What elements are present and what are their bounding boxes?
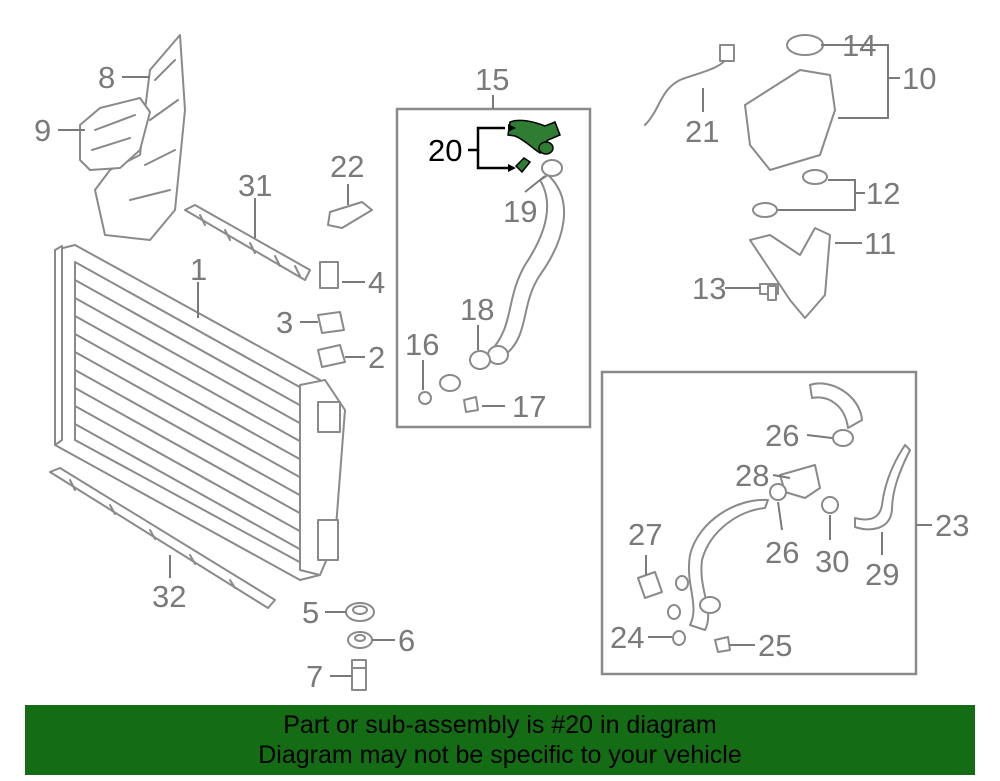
clip-25-part [714,636,731,653]
bushing-5-part [345,602,375,622]
callout-12: 12 [866,176,900,211]
highlighted-part-20 [507,119,561,174]
callout-2: 2 [368,340,385,375]
washer-6-part [347,631,373,649]
mount-2-part [317,344,346,368]
info-banner: Part or sub-assembly is #20 in diagram D… [25,705,975,775]
callout-17: 17 [512,389,546,424]
sensor-27-part [637,571,689,620]
clip-4-part [319,261,339,289]
banner-line-2: Diagram may not be specific to your vehi… [258,741,742,769]
box-23 [600,370,918,676]
banner-line-1: Part or sub-assembly is #20 in diagram [283,711,717,739]
callout-3: 3 [276,305,293,340]
callout-16: 16 [405,327,439,362]
fitting-16-part [418,374,461,405]
hose-lower-part [688,498,769,631]
callout-10: 10 [902,61,936,96]
clamp-30-part [821,496,839,514]
callout-7: 7 [306,659,323,694]
callout-21: 21 [685,114,719,149]
mounting-rail-part [184,204,311,281]
callout-9: 9 [34,113,51,148]
callout-4: 4 [368,265,385,300]
bolt-13-part [759,283,779,301]
lower-seal-part [49,467,276,609]
connector-28-part [769,464,821,501]
callout-31: 31 [238,168,272,203]
callout-18: 18 [460,292,494,327]
hose-26-upper-part [809,382,863,447]
callout-29: 29 [865,557,899,592]
leader-lines [58,44,900,677]
callout-22: 22 [330,149,364,184]
callout-24: 24 [610,620,644,655]
bracket-22-part [327,201,373,229]
callout-15: 15 [475,62,509,97]
callout-20: 20 [428,133,462,168]
clamp-18-part [469,350,491,370]
radiator-part [54,244,346,581]
callout-11: 11 [864,226,896,261]
callout-27: 27 [628,517,662,552]
callout-8: 8 [98,60,115,95]
callout-25: 25 [758,628,792,663]
callout-32: 32 [152,579,186,614]
callout-1: 1 [190,252,207,287]
callout-28: 28 [735,458,769,493]
callout-23: 23 [935,508,969,543]
cap-12-part [752,169,828,218]
seal-24-part [672,630,686,646]
hose-29-part [854,444,911,531]
callout-26-upper: 26 [765,418,799,453]
callout-5: 5 [302,595,319,630]
bolt-7-part [351,659,367,691]
upper-hose-part [487,159,566,365]
coolant-tank-part [744,34,836,171]
callout-14: 14 [842,28,876,63]
callout-6: 6 [398,623,415,658]
clip-17-part [463,396,479,413]
hose-21-part [644,44,735,126]
callout-30: 30 [815,544,849,579]
air-guide-lower-part [79,97,151,171]
grommet-3-part [317,311,345,334]
callout-19: 19 [503,194,537,229]
box-15 [395,107,592,429]
callout-26-lower: 26 [765,535,799,570]
leader-20 [468,124,516,172]
callout-13: 13 [692,271,726,306]
bracket-11-part [749,227,831,319]
